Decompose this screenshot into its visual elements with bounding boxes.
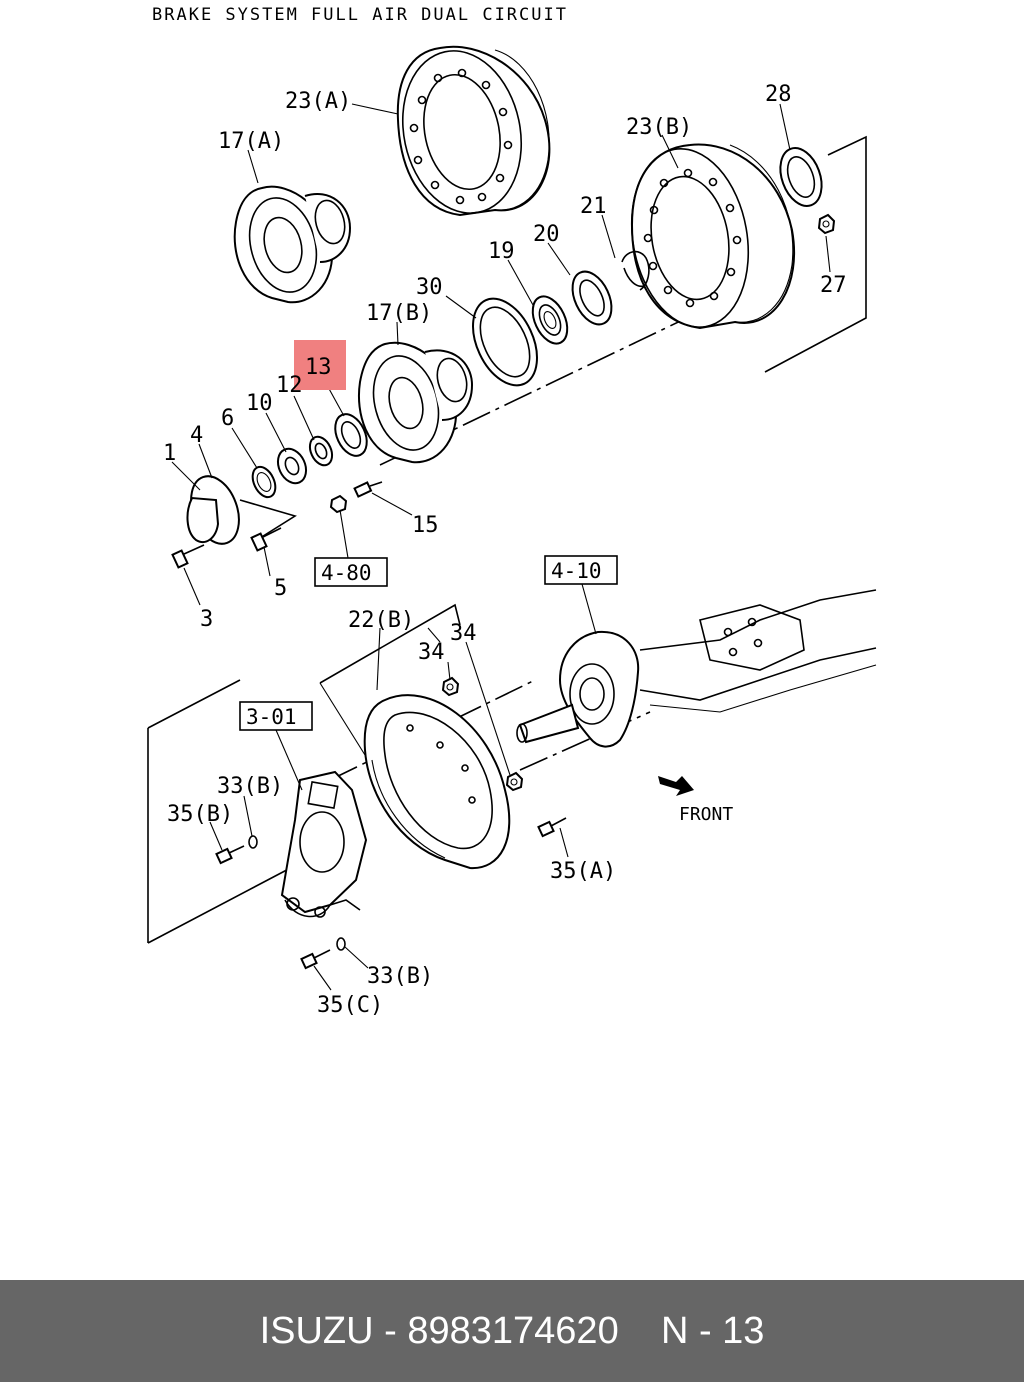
label-22b: 22(B) xyxy=(348,608,414,633)
front-label: FRONT xyxy=(679,804,733,825)
label-13: 13 xyxy=(305,355,332,380)
label-21: 21 xyxy=(580,194,607,219)
label-35a: 35(A) xyxy=(550,859,616,884)
label-23b: 23(B) xyxy=(626,115,692,140)
abs-ring-30 xyxy=(472,297,538,387)
label-17a: 17(A) xyxy=(218,129,284,154)
nut-34b xyxy=(505,771,524,792)
bolt-35a xyxy=(537,817,567,838)
lock-plate-6 xyxy=(251,465,277,499)
ref-box-4-80[interactable]: 4-80 xyxy=(314,557,388,587)
label-10: 10 xyxy=(246,391,273,416)
axle-knuckle xyxy=(516,589,877,748)
footer-part-number: 8983174620 xyxy=(407,1309,619,1352)
washer-33b-upper xyxy=(248,835,258,849)
label-12: 12 xyxy=(276,373,303,398)
leader-lines-lower xyxy=(209,583,597,991)
label-4: 4 xyxy=(190,423,203,448)
label-27: 27 xyxy=(820,273,847,298)
footer-separator: - xyxy=(384,1309,397,1352)
backing-plate-22b xyxy=(363,694,511,870)
label-5: 5 xyxy=(274,576,287,601)
label-28: 28 xyxy=(765,82,792,107)
bolt-35b xyxy=(215,845,245,865)
diagram-title: BRAKE SYSTEM FULL AIR DUAL CIRCUIT xyxy=(152,5,568,25)
label-6: 6 xyxy=(221,406,234,431)
label-30: 30 xyxy=(416,275,443,300)
label-33b-upper: 33(B) xyxy=(217,774,283,799)
highlight-13 xyxy=(294,340,346,390)
footer-brand: ISUZU xyxy=(259,1309,374,1352)
bearing-13 xyxy=(334,413,368,457)
ref-box-3-01[interactable]: 3-01 xyxy=(239,701,313,731)
front-arrow-icon xyxy=(658,776,694,796)
label-34-left: 34 xyxy=(418,640,445,665)
label-1: 1 xyxy=(163,441,176,466)
hub-cap-1 xyxy=(186,475,297,545)
wheel-hub-b xyxy=(358,341,474,464)
bolt-5 xyxy=(250,527,282,552)
label-34-right: 34 xyxy=(450,621,477,646)
bearing-20 xyxy=(571,270,613,326)
washer-33b-lower xyxy=(336,937,346,951)
brake-anchor-3-01 xyxy=(280,770,368,918)
footer-page-code: N - 13 xyxy=(660,1309,765,1352)
brake-drum-b xyxy=(630,143,796,330)
ref-box-4-10[interactable]: 4-10 xyxy=(544,555,618,585)
nut-34a xyxy=(441,676,460,697)
label-35c: 35(C) xyxy=(317,993,383,1018)
ref-4-10-label: 4-10 xyxy=(551,559,602,583)
stud-bolt-15 xyxy=(329,481,383,514)
brake-drum-a xyxy=(396,45,551,217)
nut-27 xyxy=(817,213,836,235)
label-33b-lower: 33(B) xyxy=(367,964,433,989)
label-35b: 35(B) xyxy=(167,802,233,827)
bolt-3 xyxy=(171,544,205,569)
label-20: 20 xyxy=(533,222,560,247)
hub-nut-10 xyxy=(276,447,308,485)
oil-seal-28 xyxy=(779,147,823,207)
ref-4-80-label: 4-80 xyxy=(321,561,372,585)
label-19: 19 xyxy=(488,239,515,264)
wheel-hub-a xyxy=(233,185,352,304)
snap-ring-21 xyxy=(621,250,650,291)
washer-12 xyxy=(308,435,334,467)
label-17b: 17(B) xyxy=(366,301,432,326)
label-23a: 23(A) xyxy=(285,89,351,114)
ref-3-01-label: 3-01 xyxy=(246,705,297,729)
footer-bar: ISUZU - 8983174620 N - 13 xyxy=(0,1280,1024,1382)
bolt-35c xyxy=(300,949,331,970)
bearing-19 xyxy=(531,295,569,345)
label-3: 3 xyxy=(200,607,213,632)
label-15: 15 xyxy=(412,513,439,538)
exploded-parts-diagram: BRAKE SYSTEM FULL AIR DUAL CIRCUIT xyxy=(147,5,877,1018)
